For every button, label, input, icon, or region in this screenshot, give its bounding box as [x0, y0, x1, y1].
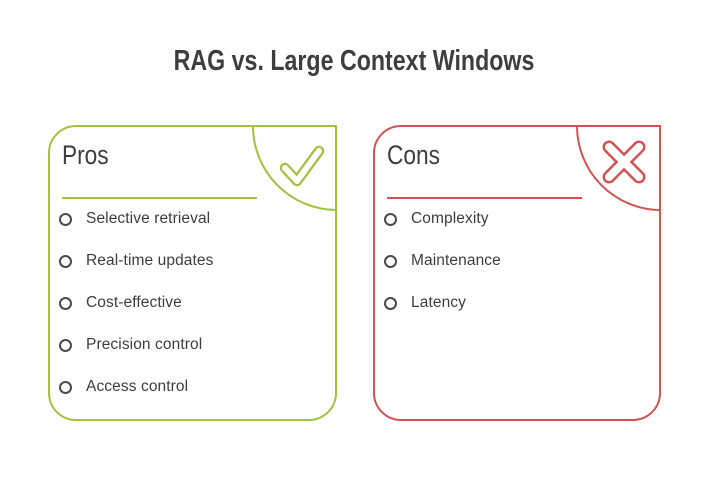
- circle-bullet-icon: [384, 212, 397, 226]
- circle-bullet-icon: [384, 296, 397, 310]
- page-title: RAG vs. Large Context Windows: [173, 45, 535, 77]
- pros-card: Pros Selective retrieval Real-time updat…: [48, 125, 337, 421]
- pros-accent-underline: [62, 197, 257, 199]
- list-item: Real-time updates: [50, 240, 335, 282]
- list-item-label: Selective retrieval: [86, 210, 211, 227]
- list-item: Maintenance: [375, 240, 659, 282]
- cons-accent-underline: [387, 197, 582, 199]
- circle-bullet-icon: [59, 338, 72, 352]
- cons-item-list: Complexity Maintenance Latency: [375, 198, 659, 324]
- list-item-label: Maintenance: [411, 252, 501, 269]
- cons-card: Cons Complexity Maintenance Latency: [373, 125, 661, 421]
- list-item: Precision control: [50, 324, 335, 366]
- list-item-label: Cost-effective: [86, 294, 182, 311]
- pros-card-title: Pros: [62, 140, 109, 170]
- circle-bullet-icon: [59, 380, 72, 394]
- list-item-label: Access control: [86, 378, 189, 395]
- list-item: Latency: [375, 282, 659, 324]
- list-item-label: Complexity: [411, 210, 489, 227]
- list-item: Complexity: [375, 198, 659, 240]
- list-item: Selective retrieval: [50, 198, 335, 240]
- pros-item-list: Selective retrieval Real-time updates Co…: [50, 198, 335, 408]
- circle-bullet-icon: [384, 254, 397, 268]
- circle-bullet-icon: [59, 212, 72, 226]
- list-item: Cost-effective: [50, 282, 335, 324]
- cons-card-title: Cons: [387, 140, 440, 170]
- list-item: Access control: [50, 366, 335, 408]
- list-item-label: Precision control: [86, 336, 203, 353]
- list-item-label: Latency: [411, 294, 466, 311]
- circle-bullet-icon: [59, 254, 72, 268]
- circle-bullet-icon: [59, 296, 72, 310]
- list-item-label: Real-time updates: [86, 252, 214, 269]
